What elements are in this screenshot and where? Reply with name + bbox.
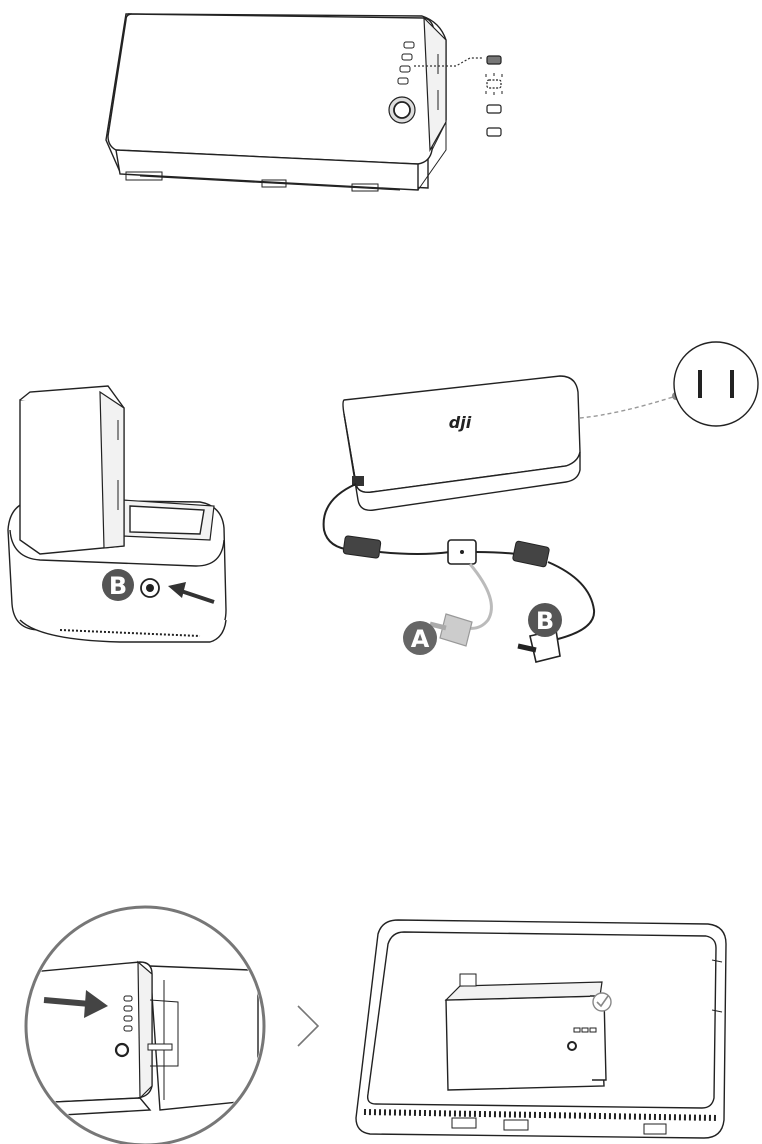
led-off-icon: [487, 128, 501, 136]
power-button-icon: [389, 97, 415, 123]
remote-controller-icon: [356, 920, 726, 1138]
svg-text:B: B: [536, 607, 554, 635]
cable-a-label: A: [403, 621, 437, 655]
ferrite-core-icon: [512, 541, 549, 568]
power-adapter-icon: dji: [343, 376, 580, 510]
zoom-detail: [10, 907, 264, 1144]
wall-outlet-icon: [674, 342, 758, 426]
charging-panel: B dji: [8, 342, 758, 662]
cable-b-label: B: [528, 603, 562, 637]
checkmark-icon: [593, 993, 611, 1011]
led-blinking-icon: [487, 80, 501, 88]
battery-led-panel: [106, 14, 502, 191]
chevron-right-icon: [298, 1006, 318, 1046]
adapter-logo: dji: [449, 413, 472, 432]
install-panel: [10, 907, 726, 1144]
svg-text:A: A: [411, 625, 430, 653]
hub-port-label: B: [102, 569, 134, 601]
ferrite-core-icon: [343, 536, 381, 559]
led-off-icon: [487, 105, 501, 113]
plug-leader-line: [580, 396, 676, 418]
svg-text:B: B: [109, 572, 127, 600]
led-solid-icon: [487, 56, 501, 64]
charging-hub-icon: [8, 386, 226, 642]
led-legend: [486, 56, 502, 136]
